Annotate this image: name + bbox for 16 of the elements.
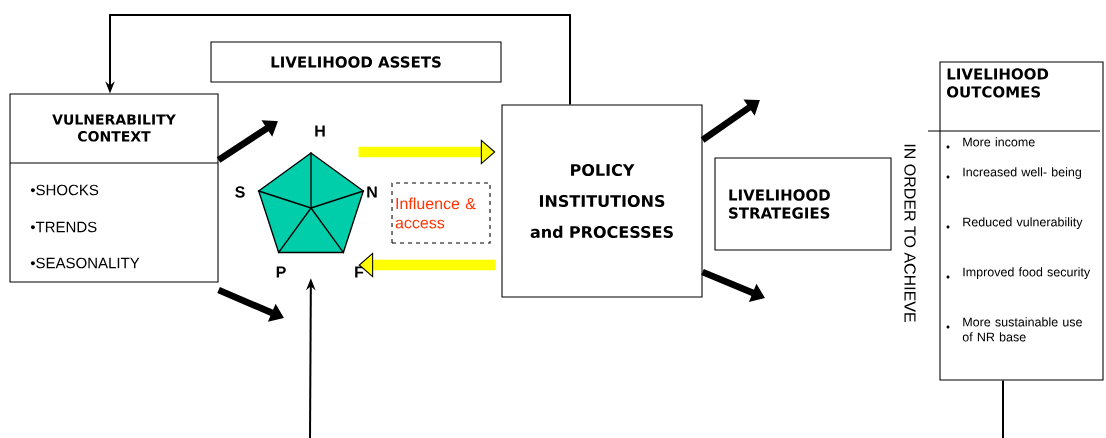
thick-arrow xyxy=(216,120,278,163)
block-arrow xyxy=(358,252,496,278)
corner-letter: P xyxy=(276,266,286,278)
corner-letter: N xyxy=(367,186,377,198)
corner-letter: H xyxy=(315,125,325,137)
context-box: VULNERABILITY CONTEXT •SHOCKS •TRENDS •SEASONALITY xyxy=(9,93,219,283)
process-box: POLICY INSTITUTIONS and PROCESSES xyxy=(501,104,703,298)
outcomes-box: LIVELIHOOD OUTCOMES More income Increased well- being Reduced vulnerability Improved food security More sustainable use of NR base xyxy=(927,61,1104,381)
corner-letter: S xyxy=(235,186,245,198)
connector-line xyxy=(1002,379,1004,438)
dashed-box: Influence & access xyxy=(391,182,491,244)
block-arrow xyxy=(358,139,496,165)
strategy-box: LIVELIHOOD STRATEGIES xyxy=(714,157,892,251)
title-box: LIVELIHOOD ASSETS xyxy=(210,41,502,83)
rotated-label: IN ORDER TO ACHIEVE xyxy=(904,144,916,322)
corner-letter: F xyxy=(355,266,364,278)
